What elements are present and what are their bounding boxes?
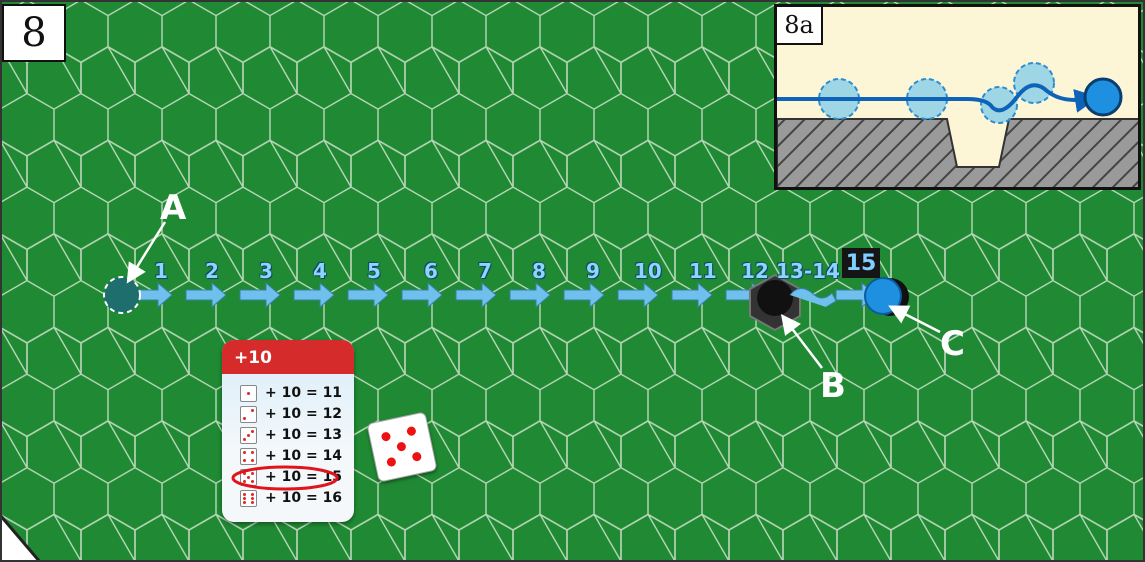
step-label: 8 — [532, 259, 546, 283]
card-row: + 10 = 12 — [240, 405, 342, 423]
die-face-3-icon — [240, 427, 257, 444]
step-label: 11 — [689, 259, 717, 283]
die-five-icon — [366, 411, 437, 482]
die-face-4-icon — [240, 448, 257, 465]
card-row-text: + 10 = 14 — [265, 448, 342, 464]
card-row-text: + 10 = 16 — [265, 490, 342, 506]
inset-illustration — [777, 7, 1141, 190]
step-label: 12 — [741, 259, 769, 283]
callout-b: B — [820, 366, 846, 406]
step-label: 9 — [586, 259, 600, 283]
step-label: 3 — [259, 259, 273, 283]
card-row: + 10 = 16 — [240, 489, 342, 507]
step-label: 4 — [313, 259, 327, 283]
die-face-6-icon — [240, 490, 257, 507]
end-token — [865, 278, 901, 314]
step-label: 13-14 — [776, 259, 840, 283]
card-row-text: + 10 = 15 — [265, 469, 342, 485]
modifier-card: +10 + 10 = 11 + 10 = 12 + 10 = 13 + 10 =… — [222, 340, 354, 522]
inset-diagram: 8a — [774, 4, 1141, 190]
obstacle-token — [757, 280, 793, 316]
card-row-text: + 10 = 12 — [265, 406, 342, 422]
inset-end-token — [1085, 79, 1121, 115]
callout-a: A — [160, 188, 186, 228]
figure-number: 8 — [2, 4, 66, 62]
card-row: + 10 = 14 — [240, 447, 342, 465]
ghost-step-4 — [1014, 63, 1054, 103]
card-row-highlighted: + 10 = 15 — [240, 468, 342, 486]
inset-label: 8a — [777, 7, 823, 45]
card-row-text: + 10 = 13 — [265, 427, 342, 443]
step-label: 2 — [205, 259, 219, 283]
card-row-text: + 10 = 11 — [265, 385, 342, 401]
callout-c: C — [940, 324, 965, 364]
card-row: + 10 = 11 — [240, 384, 342, 402]
card-title: +10 — [222, 340, 354, 374]
die-face-2-icon — [240, 406, 257, 423]
die-face-5-icon — [240, 469, 257, 486]
terrain-with-pit — [777, 119, 1141, 190]
step-label: 1 — [154, 259, 168, 283]
card-row: + 10 = 13 — [240, 426, 342, 444]
step-label: 5 — [367, 259, 381, 283]
step-label: 10 — [634, 259, 662, 283]
step-label: 6 — [424, 259, 438, 283]
start-token — [104, 277, 140, 313]
step-label: 7 — [478, 259, 492, 283]
final-step-badge: 15 — [842, 248, 880, 278]
die-face-1-icon — [240, 385, 257, 402]
